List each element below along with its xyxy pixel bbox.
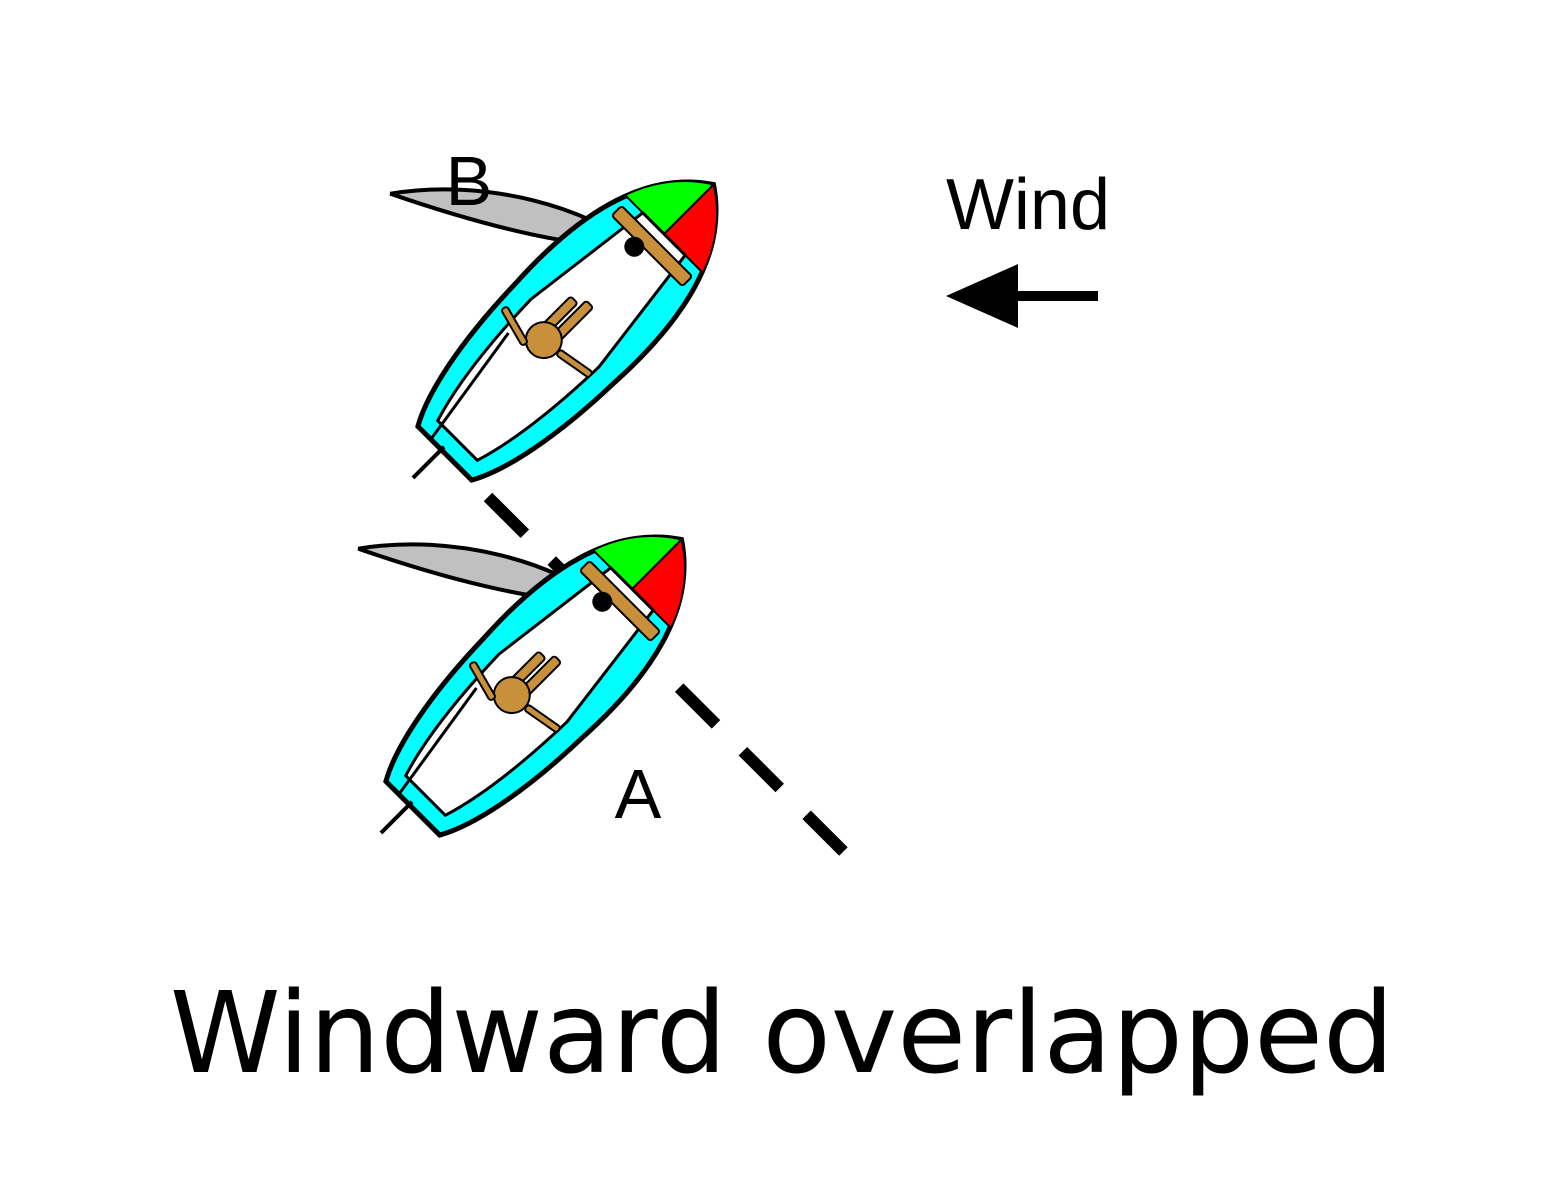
arrow-left-icon	[946, 264, 1098, 328]
diagram-title: Windward overlapped	[170, 969, 1394, 1099]
wind-label: Wind	[946, 165, 1110, 245]
boat-a-label: A	[615, 755, 662, 833]
boat-b	[260, 28, 764, 532]
boat-b-label: B	[446, 142, 493, 220]
